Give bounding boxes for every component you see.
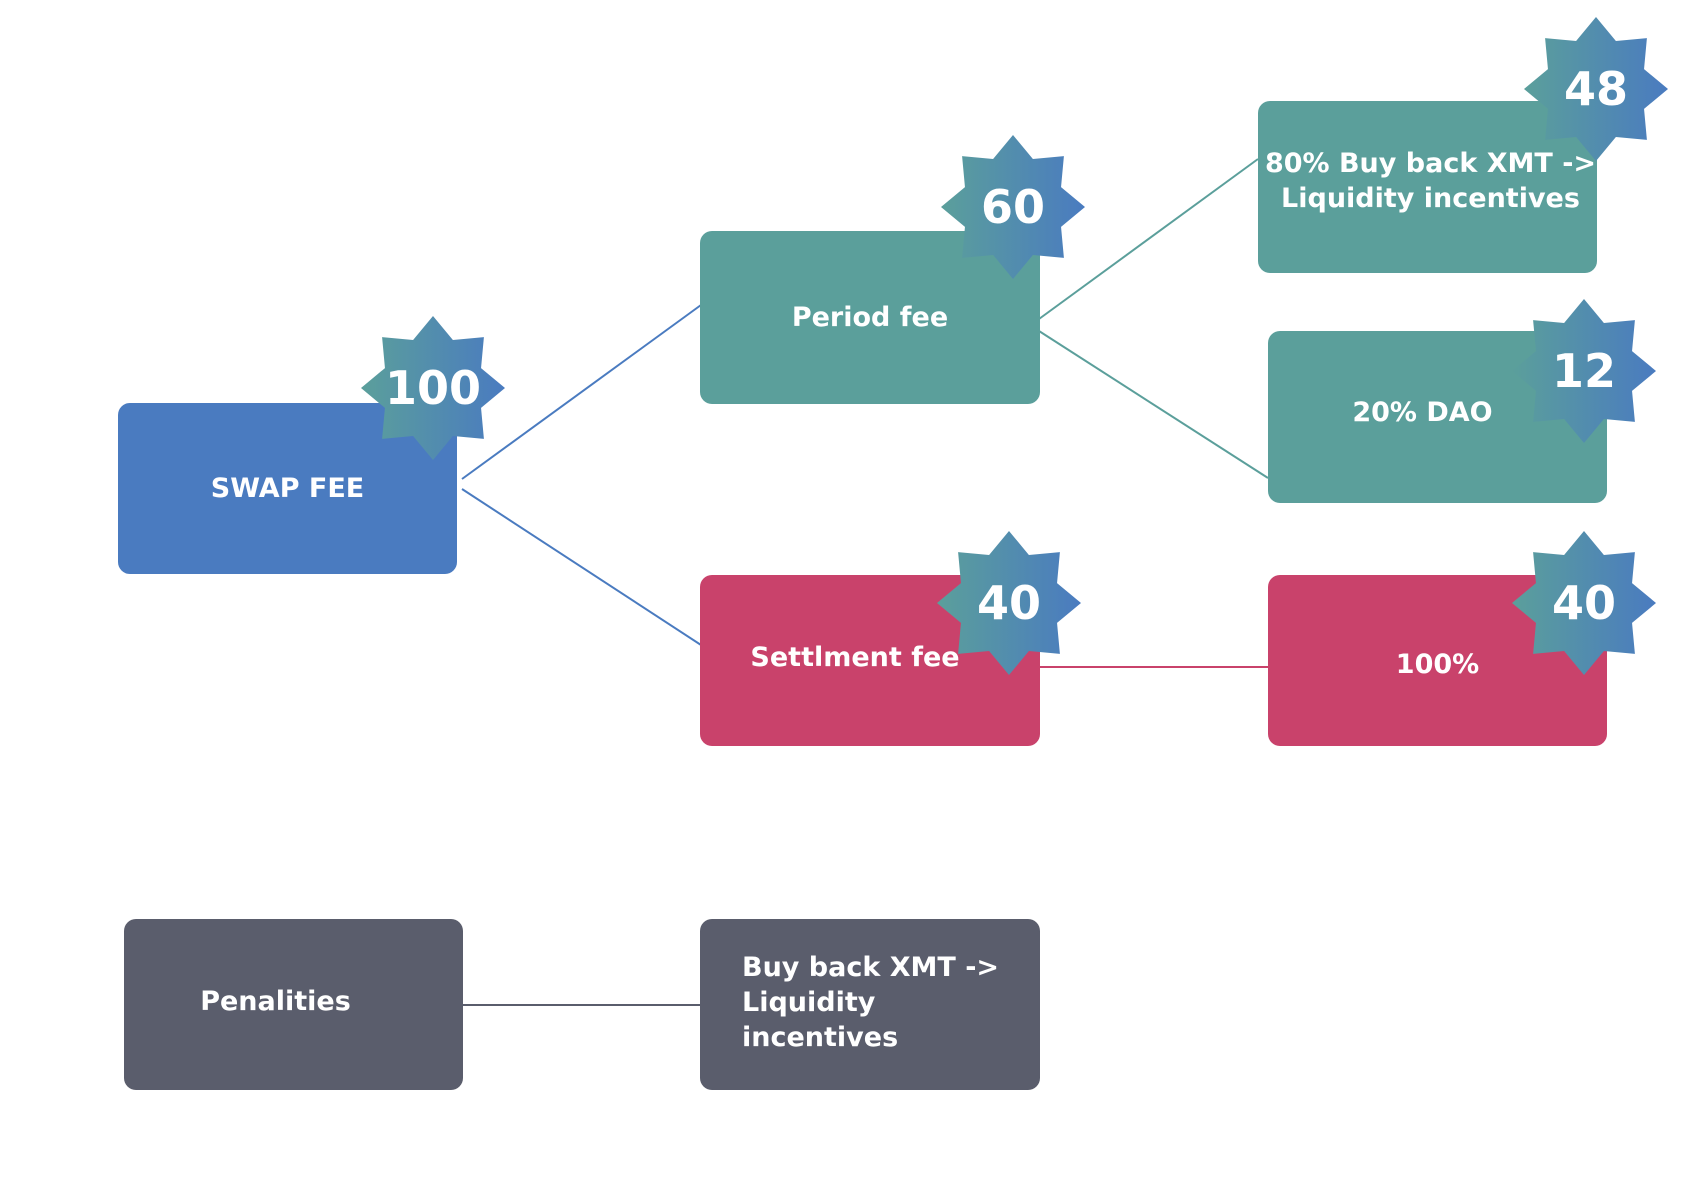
eight-point-star-icon [941, 135, 1085, 279]
penalities-label: Penalities [200, 985, 351, 1017]
swap-fee-label: SWAP FEE [210, 472, 365, 504]
swap-fee-box: SWAP FEE [118, 403, 457, 574]
settlement-100-label: 100% [1395, 648, 1480, 680]
period-fee-label: Period fee [791, 301, 949, 333]
star-shape [361, 316, 505, 460]
star-shape [1512, 531, 1656, 675]
badge-dao-20-value: 12 [1551, 344, 1616, 398]
badge-swap-fee-value: 100 [384, 361, 482, 415]
connector-period-to-dao [1038, 330, 1269, 479]
star-shape [941, 135, 1085, 279]
badge-settlement-100-value: 40 [1551, 576, 1616, 630]
connector-swap-to-settlement [461, 488, 702, 646]
eight-point-star-icon [361, 316, 505, 460]
badge-settlement-fee-value: 40 [976, 576, 1041, 630]
connector-period-to-buyback [1038, 158, 1259, 320]
badge-settlement-100: 40 [1512, 531, 1656, 675]
eight-point-star-icon [1512, 299, 1656, 443]
star-shape [1512, 299, 1656, 443]
badge-dao-20: 12 [1512, 299, 1656, 443]
badge-settlement-fee: 40 [937, 531, 1081, 675]
star-shape [937, 531, 1081, 675]
settlement-fee-label: Settlment fee [750, 641, 960, 673]
buyback-80-box: 80% Buy back XMT -> Liquidity incentives [1258, 101, 1597, 273]
badge-period-fee: 60 [941, 135, 1085, 279]
eight-point-star-icon [1524, 17, 1668, 161]
eight-point-star-icon [937, 531, 1081, 675]
connector-swap-to-period [461, 304, 702, 480]
penalities-target-label: Buy back XMT -> Liquidity incentives [742, 951, 1000, 1054]
badge-swap-fee: 100 [361, 316, 505, 460]
penalities-target-box: Buy back XMT -> Liquidity incentives [700, 919, 1040, 1090]
badge-buyback-80-value: 48 [1563, 62, 1628, 116]
dao-20-label: 20% DAO [1352, 397, 1493, 429]
buyback-80-label: 80% Buy back XMT -> Liquidity incentives [1264, 148, 1597, 215]
period-fee-box: Period fee [700, 231, 1040, 404]
badge-period-fee-value: 60 [980, 180, 1045, 234]
star-shape [1524, 17, 1668, 161]
eight-point-star-icon [1512, 531, 1656, 675]
penalities-box: Penalities [124, 919, 463, 1090]
badge-buyback-80: 48 [1524, 17, 1668, 161]
